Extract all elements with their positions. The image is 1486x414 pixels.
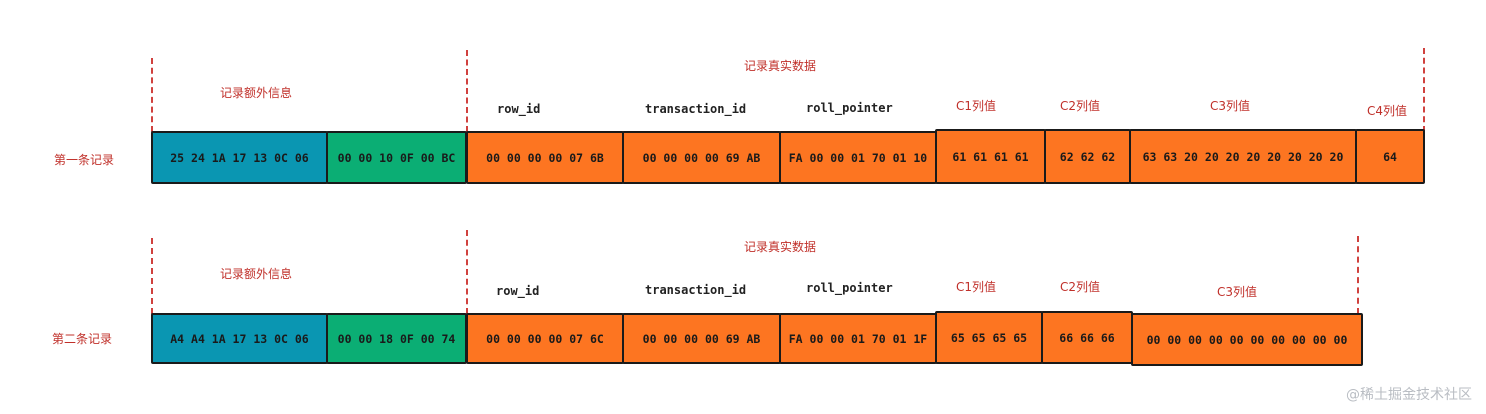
column-label-c3: C3列值 <box>1217 285 1258 299</box>
extra-info-label: 记录额外信息 <box>220 86 293 100</box>
column-label-c3: C3列值 <box>1210 99 1251 113</box>
row-id-cell: 00 00 00 00 07 6B <box>466 131 624 184</box>
field-label-roll-pointer: roll_pointer <box>806 281 893 295</box>
row-label: 第二条记录 <box>52 332 113 346</box>
column-label-c2: C2列值 <box>1060 99 1101 113</box>
row-label: 第一条记录 <box>54 153 115 167</box>
extra-header-cell: A4 A4 1A 17 13 0C 06 <box>151 313 328 364</box>
field-label-roll-pointer: roll_pointer <box>806 101 893 115</box>
field-label-row-id: row_id <box>497 102 541 116</box>
dashed-divider-start <box>151 58 153 132</box>
c2-value-cell: 62 62 62 <box>1044 129 1131 184</box>
dashed-divider-middle <box>466 50 468 132</box>
dashed-divider-end <box>1423 48 1425 132</box>
c3-value-cell: 00 00 00 00 00 00 00 00 00 00 <box>1131 313 1363 366</box>
extra-tail-cell: 00 00 10 0F 00 BC <box>326 131 467 184</box>
column-label-c1: C1列值 <box>956 99 997 113</box>
field-label-row-id: row_id <box>496 284 540 298</box>
c2-value-cell: 66 66 66 <box>1041 311 1133 364</box>
watermark: @稀土掘金技术社区 <box>1346 387 1472 403</box>
c3-value-cell: 63 63 20 20 20 20 20 20 20 20 <box>1129 129 1357 184</box>
extra-info-label: 记录额外信息 <box>220 267 293 281</box>
extra-tail-cell: 00 00 18 0F 00 74 <box>326 313 467 364</box>
row-id-cell: 00 00 00 00 07 6C <box>466 313 624 364</box>
real-data-label: 记录真实数据 <box>744 59 817 73</box>
c1-value-cell: 61 61 61 61 <box>935 129 1046 184</box>
column-label-c2: C2列值 <box>1060 280 1101 294</box>
real-data-label: 记录真实数据 <box>744 240 817 254</box>
roll-pointer-cell: FA 00 00 01 70 01 10 <box>779 131 937 184</box>
c1-value-cell: 65 65 65 65 <box>935 311 1043 364</box>
extra-header-cell: 25 24 1A 17 13 0C 06 <box>151 131 328 184</box>
column-label-c1: C1列值 <box>956 280 997 294</box>
dashed-divider-start <box>151 238 153 314</box>
roll-pointer-cell: FA 00 00 01 70 01 1F <box>779 313 937 364</box>
c4-value-cell: 64 <box>1355 129 1425 184</box>
dashed-divider-middle <box>466 230 468 314</box>
column-label-c4: C4列值 <box>1367 104 1408 118</box>
field-label-transaction-id: transaction_id <box>645 102 747 116</box>
transaction-id-cell: 00 00 00 00 69 AB <box>622 131 781 184</box>
transaction-id-cell: 00 00 00 00 69 AB <box>622 313 781 364</box>
field-label-transaction-id: transaction_id <box>645 283 747 297</box>
dashed-divider-end <box>1357 236 1359 314</box>
